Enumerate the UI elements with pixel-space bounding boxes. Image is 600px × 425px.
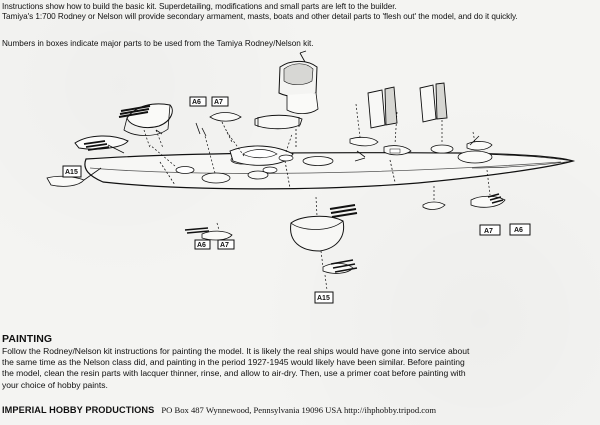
label-a7-right: A7 <box>479 224 501 236</box>
svg-text:A6: A6 <box>197 242 206 249</box>
label-a6-top: A6 <box>189 96 207 107</box>
svg-text:A6: A6 <box>514 227 523 234</box>
ship-assembly-diagram: A6 A7 A15 A6 A7 A7 A6 A15 <box>46 50 576 304</box>
parts-box-note: Numbers in boxes indicate major parts to… <box>2 39 314 48</box>
footer: IMPERIAL HOBBY PRODUCTIONS PO Box 487 Wyn… <box>2 405 598 415</box>
svg-text:A7: A7 <box>220 242 229 249</box>
hull-side-dashes <box>159 159 396 189</box>
svg-text:A15: A15 <box>317 295 330 302</box>
forward-deck-parts <box>149 131 294 184</box>
ship-deck-line <box>89 161 562 174</box>
painting-line-1: Follow the Rodney/Nelson kit instruction… <box>2 346 470 356</box>
label-a15-left: A15 <box>62 165 82 178</box>
svg-text:A15: A15 <box>65 169 78 176</box>
label-a7-bottom: A7 <box>217 239 235 250</box>
left-gun-mount <box>74 135 129 154</box>
bridge-structure <box>254 50 319 148</box>
painting-line-4: your choice of hobby paints. <box>2 379 108 390</box>
company-name: IMPERIAL HOBBY PRODUCTIONS <box>2 405 155 415</box>
instruction-line-1: Instructions show how to build the basic… <box>2 2 397 11</box>
svg-text:A6: A6 <box>192 99 201 106</box>
painting-title: PAINTING <box>2 333 53 345</box>
painting-instructions: Follow the Rodney/Nelson kit instruction… <box>2 346 598 391</box>
label-a6-bottom: A6 <box>194 239 211 250</box>
left-bow-fitting <box>46 167 102 187</box>
midship-deck-parts <box>302 103 493 166</box>
aft-funnels <box>349 82 448 147</box>
small-top-fitting <box>195 112 242 143</box>
main-turret-lower <box>290 196 358 291</box>
painting-line-3: the model, clean the resin parts with la… <box>2 368 466 379</box>
painting-line-2: the same time as the Nelson class did, a… <box>2 357 465 368</box>
lower-left-mount <box>184 222 233 241</box>
company-address: PO Box 487 Wynnewood, Pennsylvania 19096… <box>161 405 437 415</box>
svg-text:A7: A7 <box>214 99 223 106</box>
right-side-fittings <box>422 135 506 210</box>
main-turret-left <box>118 103 173 149</box>
label-a7-top: A7 <box>211 96 229 107</box>
label-a15-bottom: A15 <box>314 291 334 304</box>
instruction-line-2: Tamiya's 1:700 Rodney or Nelson will pro… <box>2 12 518 21</box>
ship-bow-shading <box>469 153 574 169</box>
instructions-text: Instructions show how to build the basic… <box>2 2 598 22</box>
svg-text:A7: A7 <box>484 228 493 235</box>
label-a6-right: A6 <box>509 223 531 236</box>
